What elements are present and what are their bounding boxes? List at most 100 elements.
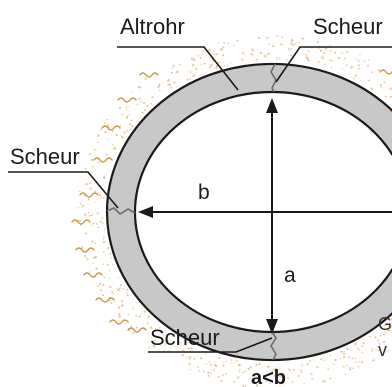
- soil-dot: [333, 363, 336, 365]
- soil-dot: [383, 81, 386, 84]
- soil-dot: [84, 167, 87, 170]
- soil-dot: [97, 212, 99, 214]
- soil-dot: [274, 367, 277, 371]
- soil-wave-mark: [93, 157, 113, 163]
- soil-dot: [126, 294, 129, 297]
- soil-dot: [177, 343, 180, 345]
- soil-dot: [100, 128, 102, 131]
- soil-dot: [363, 60, 366, 62]
- soil-dot: [114, 145, 116, 147]
- dimension-b-arrow-left: [138, 206, 153, 218]
- soil-dot: [272, 368, 276, 371]
- soil-dot: [158, 89, 161, 92]
- soil-dot: [369, 335, 371, 338]
- soil-dot: [322, 57, 325, 60]
- soil-dot: [77, 207, 79, 209]
- soil-dot: [360, 80, 362, 82]
- soil-dot: [310, 373, 313, 376]
- soil-dot: [129, 128, 132, 131]
- soil-dot: [104, 131, 107, 134]
- soil-dot: [282, 380, 285, 383]
- soil-dot: [298, 369, 301, 371]
- soil-dot: [283, 374, 285, 376]
- soil-dot: [239, 371, 241, 373]
- soil-dot: [189, 356, 192, 358]
- soil-dot: [230, 359, 233, 361]
- soil-dot: [230, 62, 232, 64]
- soil-dot: [360, 361, 364, 364]
- soil-dot: [320, 49, 323, 52]
- soil-dot: [187, 347, 190, 350]
- soil-dot: [247, 367, 250, 371]
- soil-dot: [112, 147, 116, 150]
- soil-dot: [382, 340, 386, 344]
- soil-dot: [88, 153, 91, 156]
- soil-dot: [102, 240, 105, 243]
- soil-dot: [95, 222, 98, 224]
- soil-dot: [343, 350, 345, 353]
- soil-dot: [97, 161, 100, 164]
- soil-dot: [118, 106, 122, 110]
- label-altrohr: Altrohr: [120, 14, 185, 39]
- soil-dot: [268, 43, 270, 46]
- soil-wave-mark: [139, 72, 159, 78]
- soil-dot: [327, 368, 329, 370]
- soil-dot: [361, 351, 364, 354]
- soil-dot: [91, 214, 94, 217]
- soil-dot: [349, 368, 352, 371]
- soil-dot: [255, 363, 258, 366]
- soil-dot: [388, 326, 391, 329]
- soil-dot: [383, 333, 385, 336]
- soil-dot: [121, 305, 123, 307]
- soil-dot: [307, 59, 310, 62]
- soil-dot: [367, 58, 370, 61]
- soil-dot: [103, 276, 106, 279]
- soil-dot: [376, 340, 379, 343]
- soil-dot: [355, 361, 357, 363]
- soil-dot: [385, 346, 387, 349]
- soil-dot: [82, 204, 85, 207]
- soil-dot: [290, 48, 292, 50]
- soil-dot: [357, 68, 359, 70]
- soil-dot: [334, 51, 336, 54]
- soil-dot: [154, 339, 156, 342]
- soil-dot: [276, 35, 279, 37]
- soil-dot: [361, 345, 364, 348]
- soil-dot: [236, 39, 239, 42]
- soil-dot: [309, 359, 312, 362]
- soil-dot: [104, 228, 106, 230]
- soil-dot: [94, 201, 97, 203]
- soil-dot: [350, 66, 353, 69]
- soil-dot: [101, 219, 103, 221]
- soil-dot: [167, 84, 169, 86]
- soil-dot: [317, 61, 320, 63]
- crack-top: [270, 63, 277, 93]
- soil-dot: [186, 78, 189, 81]
- soil-dot: [99, 282, 102, 285]
- soil-dot: [371, 349, 373, 352]
- soil-dot: [272, 44, 275, 48]
- soil-dot: [157, 84, 161, 87]
- soil-dot: [238, 363, 241, 367]
- soil-dot: [320, 56, 323, 59]
- soil-dot: [378, 342, 381, 345]
- soil-dot: [235, 359, 238, 362]
- soil-dot: [322, 380, 324, 383]
- soil-dot: [324, 63, 326, 65]
- soil-dot: [125, 107, 127, 109]
- soil-dot: [89, 187, 91, 189]
- soil-dot: [263, 54, 265, 56]
- soil-dot: [297, 375, 300, 377]
- soil-dot: [79, 220, 82, 223]
- soil-dot: [230, 362, 232, 364]
- soil-dot: [99, 221, 102, 224]
- soil-dot: [113, 293, 115, 296]
- soil-dot: [357, 64, 361, 67]
- soil-dot: [220, 379, 223, 383]
- soil-dot: [108, 270, 111, 272]
- soil-dot: [127, 314, 130, 316]
- soil-dot: [87, 211, 90, 214]
- soil-dot: [182, 349, 185, 352]
- soil-wave-mark: [117, 97, 137, 103]
- soil-dot: [198, 369, 201, 372]
